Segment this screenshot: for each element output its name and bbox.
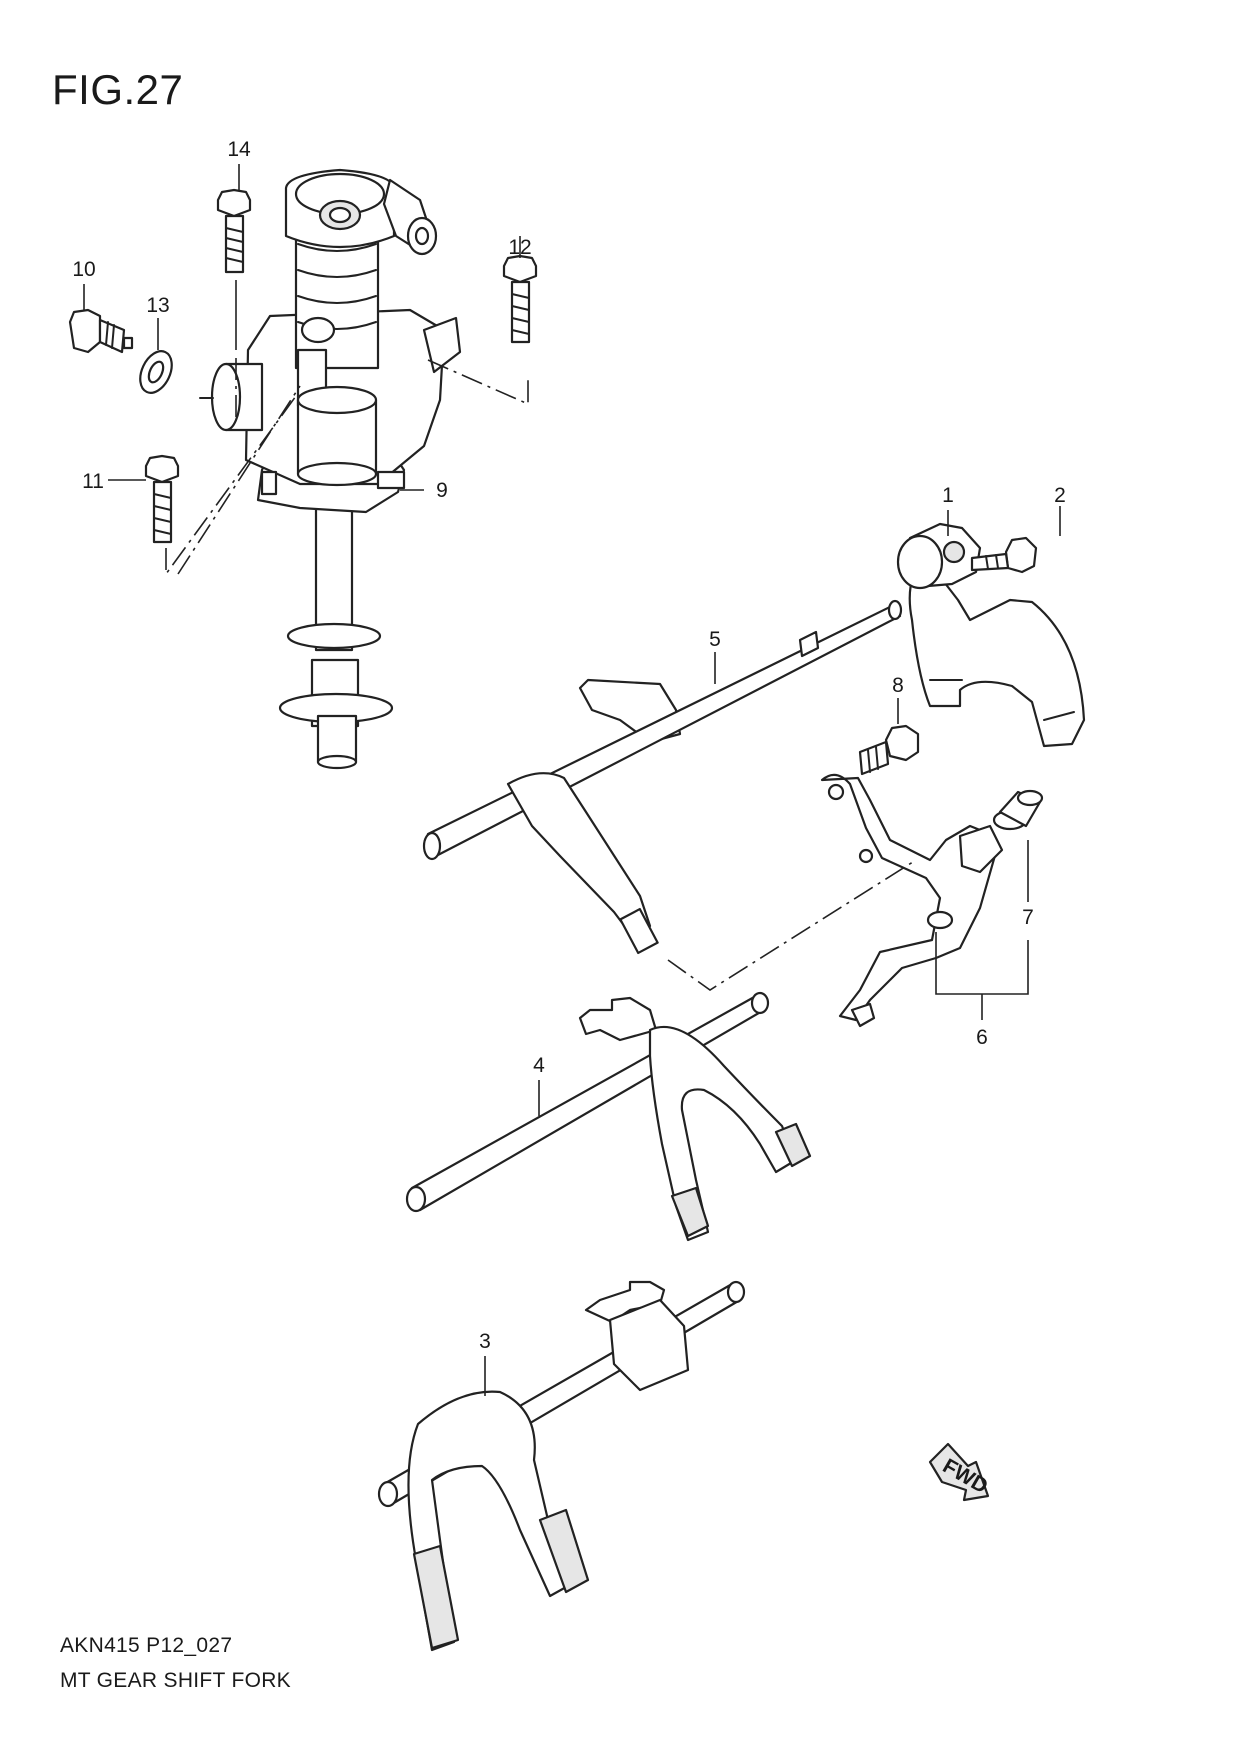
leader-lines [83, 164, 1061, 1396]
callout-12: 12 [508, 236, 531, 259]
drawing-code: AKN415 P12_027 [60, 1634, 233, 1657]
callout-11: 11 [82, 470, 104, 493]
callout-13: 13 [146, 294, 169, 317]
callout-numbers: 1 2 3 4 5 6 7 8 9 10 11 12 13 14 [72, 138, 1066, 1353]
bolt-part-2 [970, 536, 1038, 574]
callout-8: 8 [892, 674, 904, 697]
drawing-name: MT GEAR SHIFT FORK [60, 1669, 291, 1692]
callout-10: 10 [72, 258, 95, 281]
shift-shaft-part-5 [422, 599, 903, 955]
callout-14: 14 [227, 138, 251, 161]
shift-control-housing-part-9 [199, 168, 462, 770]
bolt-part-8 [858, 724, 920, 776]
callout-3: 3 [479, 1330, 491, 1353]
shift-fork-part-1 [896, 522, 1086, 748]
shift-lever-assembly-part-6 [820, 773, 1004, 1028]
callout-4: 4 [533, 1054, 545, 1077]
callout-6: 6 [976, 1026, 988, 1049]
plug-bolt-part-10 [68, 308, 134, 354]
bolt-part-12 [502, 254, 538, 344]
alignment-lines [165, 358, 917, 991]
figure-title: FIG.27 [52, 66, 184, 113]
pin-part-7 [992, 789, 1044, 831]
callout-2: 2 [1054, 484, 1066, 507]
callout-7: 7 [1022, 906, 1034, 929]
bolt-part-14 [216, 188, 252, 274]
shift-shaft-part-4 [405, 991, 812, 1242]
callout-1: 1 [942, 484, 954, 507]
bolt-part-11 [144, 454, 180, 544]
callout-5: 5 [709, 628, 721, 651]
fwd-arrow-icon: FWD [928, 1442, 992, 1502]
shift-shaft-part-3 [377, 1280, 746, 1652]
callout-9: 9 [436, 479, 448, 502]
washer-part-13 [139, 350, 173, 394]
